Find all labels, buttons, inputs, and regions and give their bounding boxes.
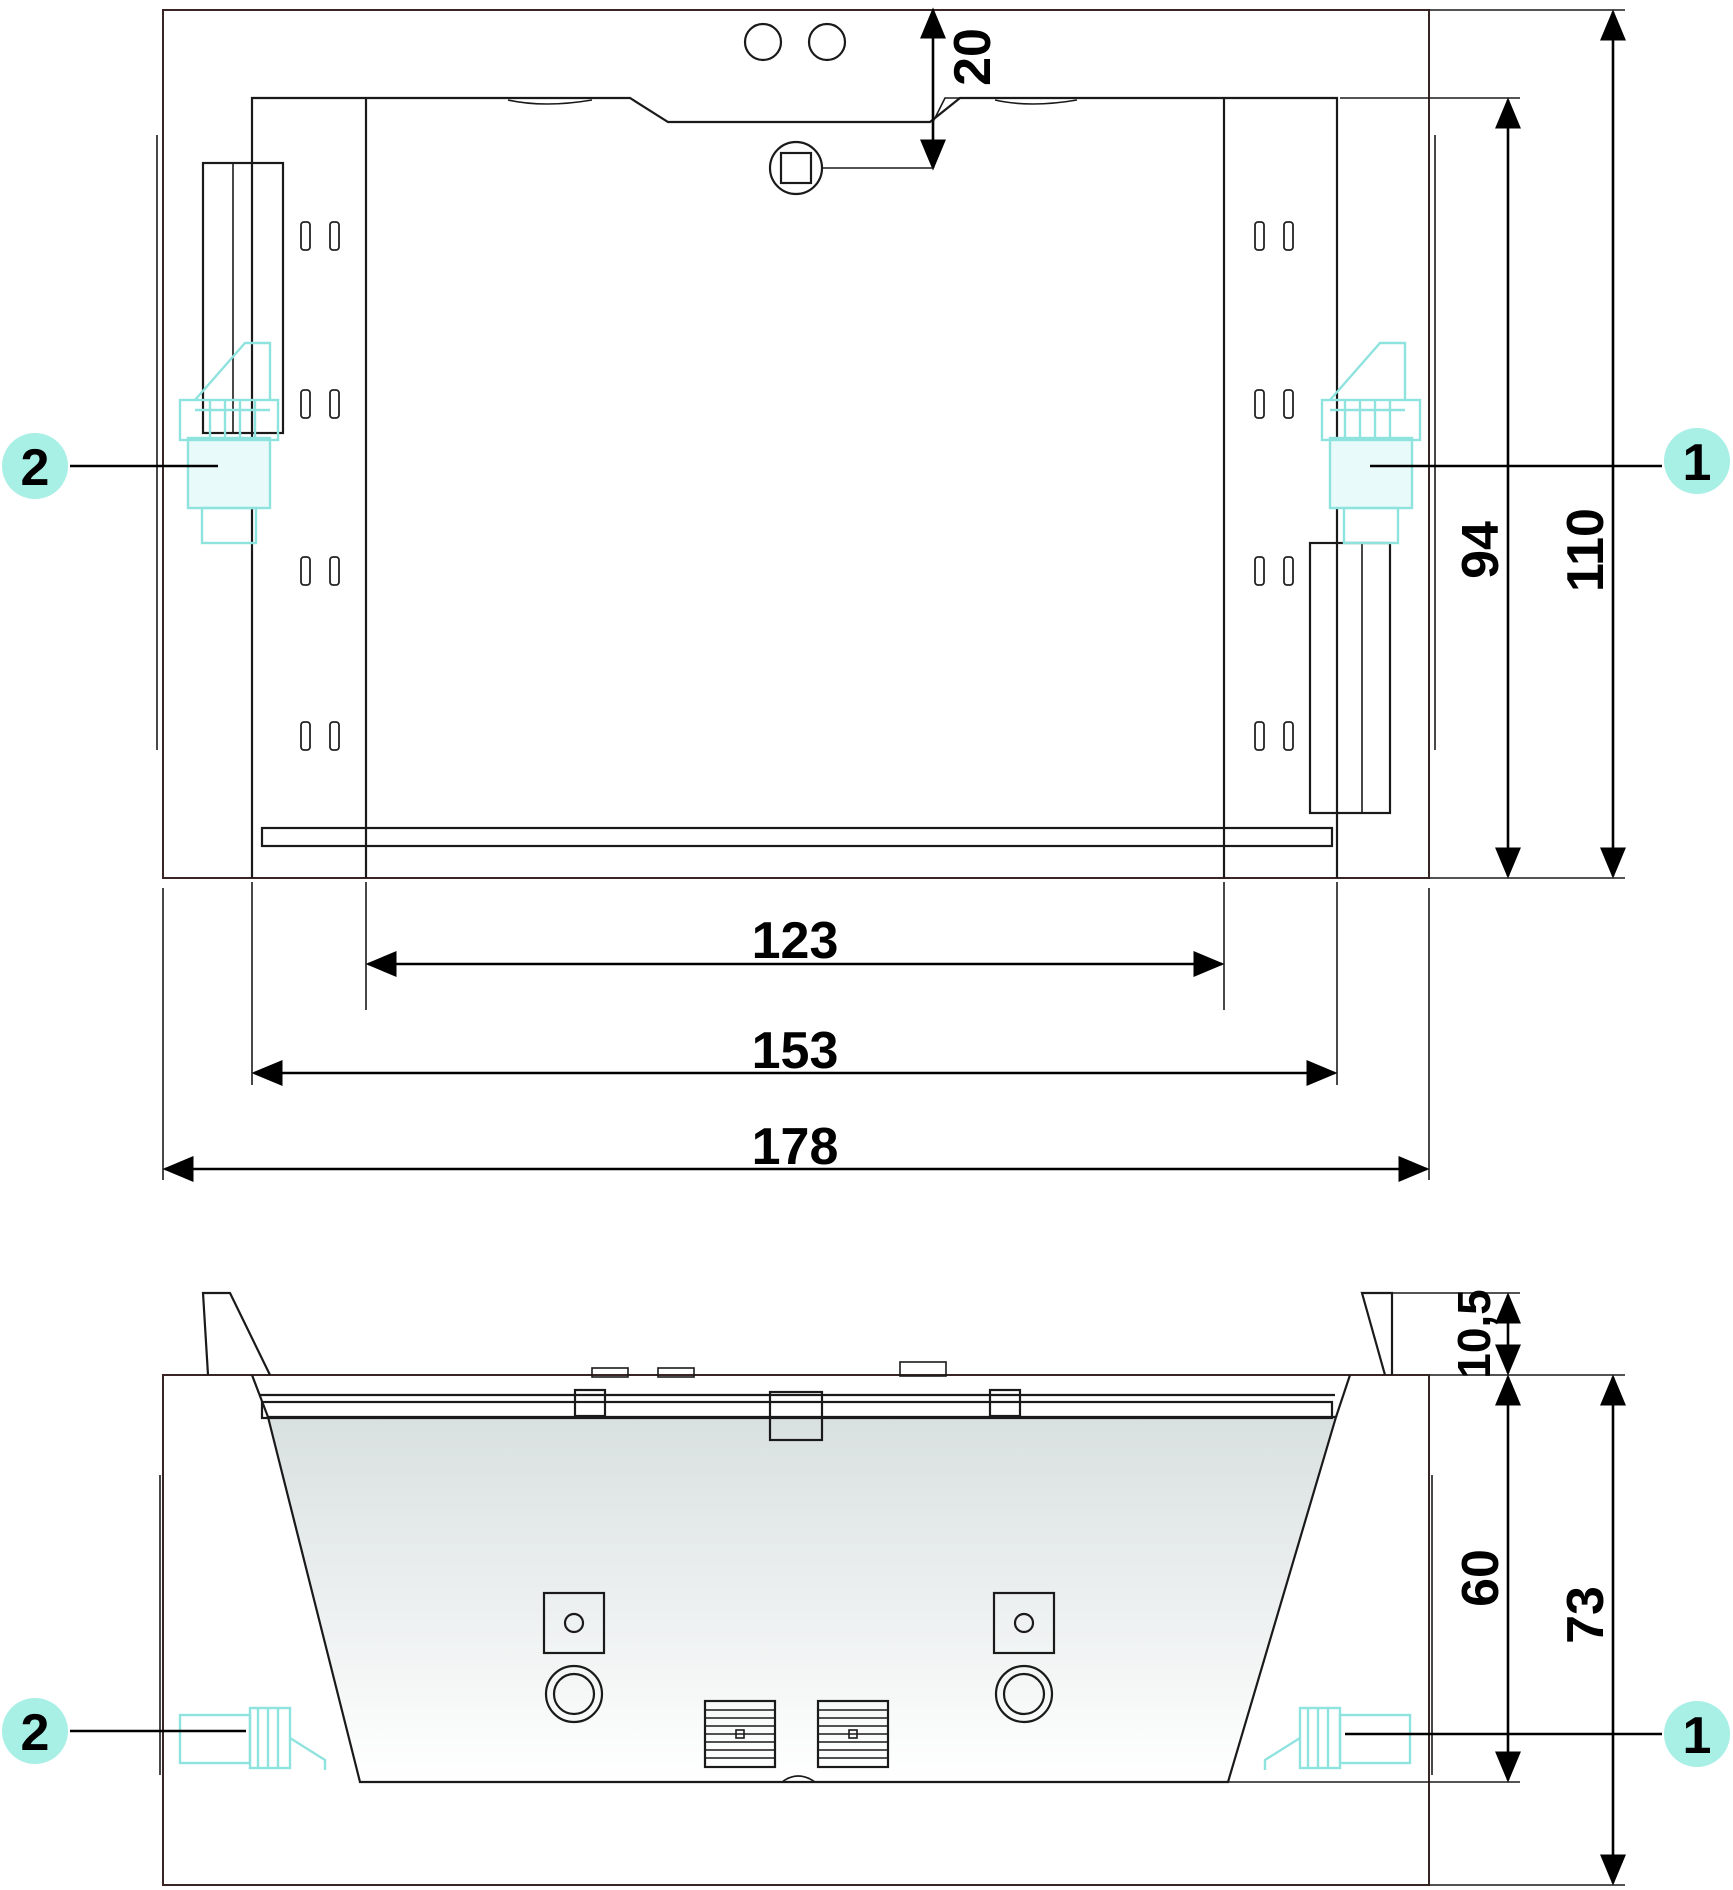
callout-2-top: 2 bbox=[21, 439, 50, 497]
bottom-rail bbox=[260, 826, 1334, 848]
side-outer-frame bbox=[162, 1374, 1430, 1886]
left-clips bbox=[300, 221, 340, 751]
headrest-left bbox=[201, 1291, 271, 1376]
callout-bubble-2-top bbox=[2, 433, 68, 499]
side-view: 10,5 60 73 2 1 bbox=[2, 1289, 1730, 1886]
callout-2-side: 2 bbox=[21, 1704, 50, 1762]
callout-bubble-1-top bbox=[1664, 428, 1730, 494]
left-pump-box bbox=[201, 161, 285, 435]
dim-label-60: 60 bbox=[1452, 1549, 1510, 1607]
callout-bubble-1-side bbox=[1664, 1701, 1730, 1767]
tap-hole-right bbox=[807, 22, 847, 62]
dim-label-110: 110 bbox=[1557, 508, 1615, 592]
jet-right bbox=[994, 1664, 1054, 1724]
fitting-2-side bbox=[178, 1706, 327, 1770]
top-outer-frame bbox=[162, 9, 1430, 879]
fitting-1-top bbox=[1320, 341, 1422, 545]
jet-left bbox=[544, 1664, 604, 1724]
jet-plate-left bbox=[542, 1591, 606, 1655]
headrest-bump-right bbox=[994, 99, 1078, 105]
suction-grille-right bbox=[816, 1699, 890, 1769]
dim-label-94: 94 bbox=[1452, 521, 1510, 579]
headrest-bump-left bbox=[507, 99, 593, 105]
dim-label-10-5: 10,5 bbox=[1448, 1289, 1500, 1379]
jet-plate-right bbox=[992, 1591, 1056, 1655]
drain-square bbox=[779, 151, 813, 185]
callout-1-side: 1 bbox=[1683, 1707, 1712, 1765]
drain-overflow bbox=[768, 1390, 824, 1442]
callout-bubble-2-side bbox=[2, 1698, 68, 1764]
fitting-2-top bbox=[178, 341, 280, 545]
right-clips bbox=[1254, 221, 1294, 751]
tub-basin bbox=[266, 1415, 1338, 1784]
tap-hole-left bbox=[743, 22, 783, 62]
suction-grille-left bbox=[703, 1699, 777, 1769]
dim-label-153: 153 bbox=[752, 1022, 839, 1080]
fitting-1-side bbox=[1263, 1706, 1412, 1770]
drain-icon bbox=[768, 140, 824, 196]
dim-label-20: 20 bbox=[944, 28, 1002, 86]
top-inner-frame bbox=[250, 96, 1339, 878]
callout-1-top: 1 bbox=[1683, 434, 1712, 492]
headrest-right bbox=[1360, 1291, 1394, 1376]
dim-label-73: 73 bbox=[1557, 1586, 1615, 1644]
top-view: 123 153 178 20 94 110 2 1 bbox=[2, 7, 1730, 1182]
dim-label-123: 123 bbox=[752, 912, 839, 970]
tub-rim bbox=[260, 1400, 1334, 1420]
dim-label-178: 178 bbox=[752, 1118, 839, 1176]
right-pump-box bbox=[1308, 541, 1392, 815]
